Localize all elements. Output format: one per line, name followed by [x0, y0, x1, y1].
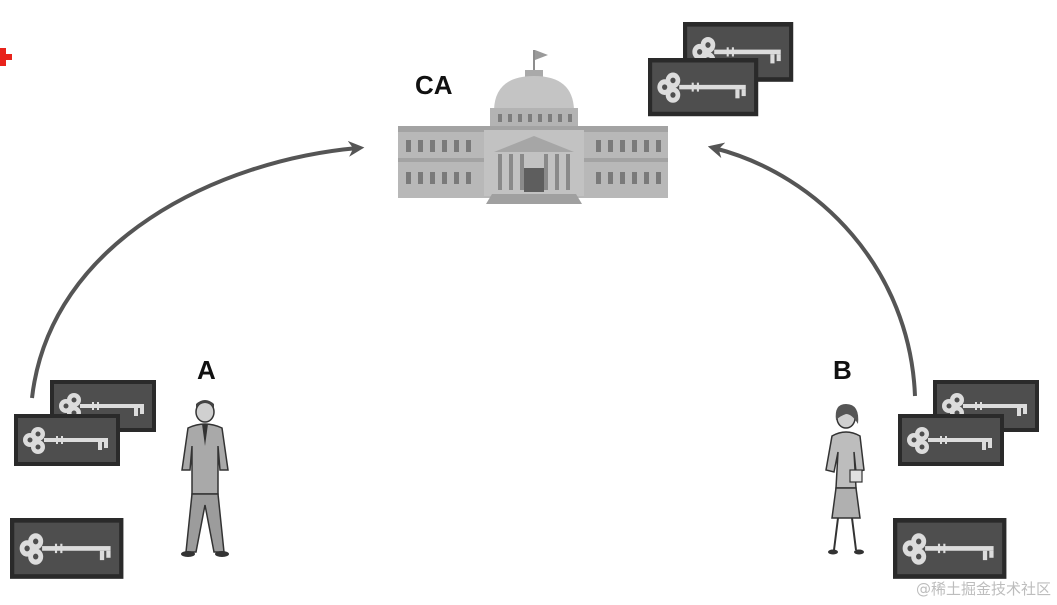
ca-label: CA [415, 70, 453, 100]
businesswoman-icon [825, 404, 865, 555]
arrow-a-to-ca [30, 140, 365, 399]
key-card-icon [14, 414, 120, 466]
key-card-icon [648, 58, 758, 116]
key-card-icon [898, 414, 1004, 466]
watermark: @稀土掘金技术社区 [915, 580, 1051, 598]
ca-building-icon [398, 50, 668, 204]
party-b-key-cards [893, 380, 1039, 579]
red-cross-mark [0, 48, 12, 66]
party-b-label: B [833, 355, 852, 385]
ca-key-cards [648, 22, 793, 116]
businessman-icon [181, 400, 229, 557]
arrow-b-to-ca [707, 142, 917, 397]
party-a-label: A [197, 355, 216, 385]
key-card-icon [10, 518, 123, 579]
party-a-key-cards [10, 380, 156, 579]
key-card-icon [893, 518, 1006, 579]
